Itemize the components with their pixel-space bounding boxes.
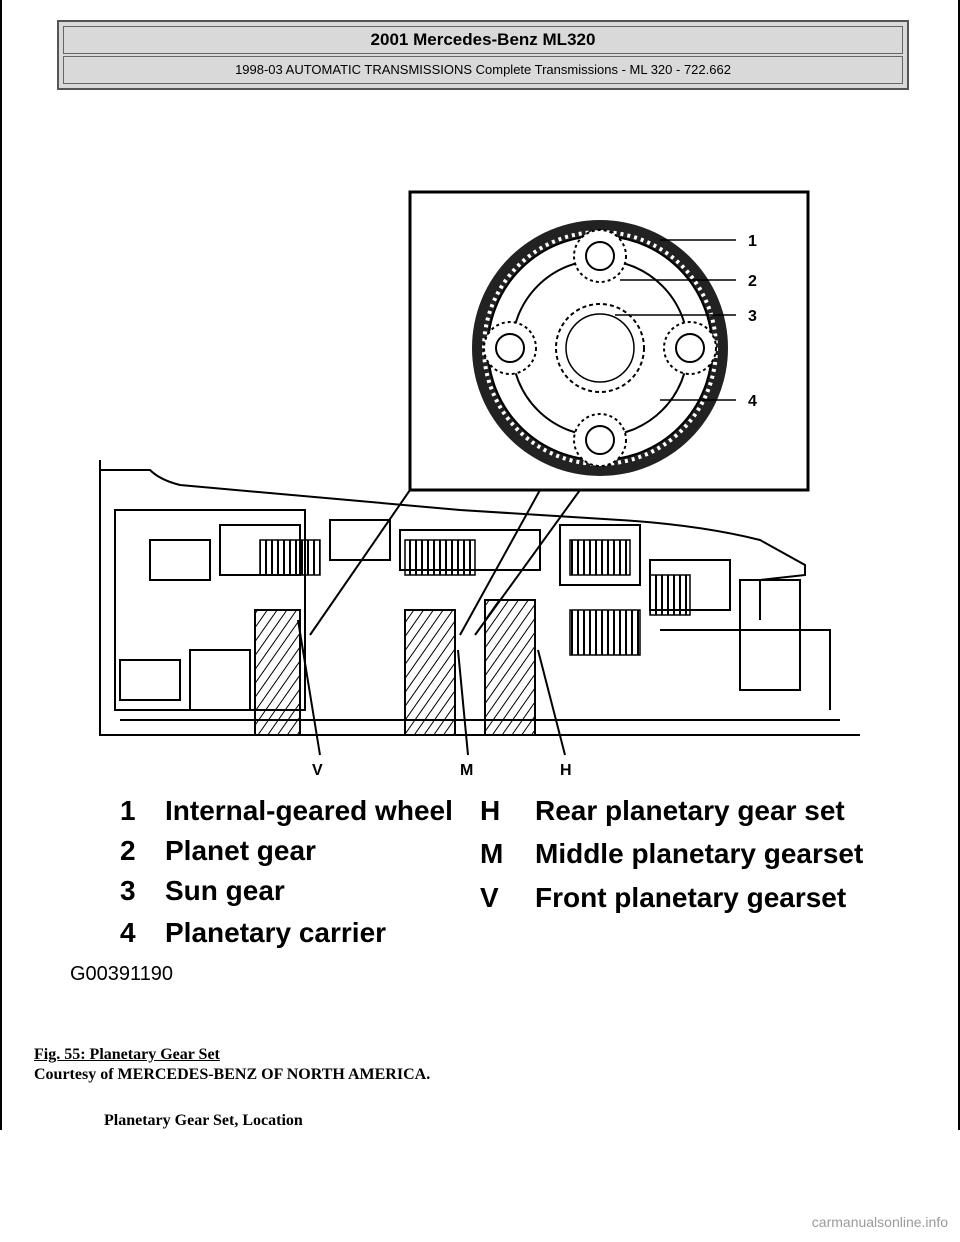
legend-key-3: 3	[120, 875, 136, 906]
figure-courtesy: Courtesy of MERCEDES-BENZ OF NORTH AMERI…	[34, 1066, 431, 1083]
legend-right: H Rear planetary gear set M Middle plane…	[480, 795, 863, 913]
callout-3: 3	[748, 308, 757, 325]
header-title: 2001 Mercedes-Benz ML320	[370, 30, 596, 49]
middle-planetary-block	[404, 609, 456, 736]
clutch-pack-5	[649, 574, 691, 616]
clutch-pack-1	[259, 539, 321, 576]
legend-label-m: Middle planetary gearset	[535, 838, 863, 869]
callout-2: 2	[748, 273, 757, 290]
section-heading: Planetary Gear Set, Location	[104, 1112, 303, 1129]
legend-key-m: M	[480, 838, 503, 869]
legend-label-4: Planetary carrier	[165, 917, 386, 948]
legend-label-h: Rear planetary gear set	[535, 795, 845, 826]
page-border-left	[0, 0, 2, 1130]
legend-label-2: Planet gear	[165, 835, 316, 866]
label-h: H	[560, 762, 572, 779]
document-header: 2001 Mercedes-Benz ML320 1998-03 AUTOMAT…	[57, 20, 909, 90]
figure-code: G00391190	[70, 963, 173, 985]
header-subtitle-row: 1998-03 AUTOMATIC TRANSMISSIONS Complete…	[63, 56, 903, 84]
front-planetary-block	[254, 609, 301, 736]
clutch-pack-3	[569, 539, 631, 576]
page-border-right	[958, 0, 960, 1130]
legend-key-2: 2	[120, 835, 136, 866]
callout-leaders	[615, 239, 736, 401]
header-subtitle: 1998-03 AUTOMATIC TRANSMISSIONS Complete…	[235, 62, 731, 77]
planetary-gear-set-figure: 1 2 3 4	[70, 190, 863, 985]
label-m: M	[460, 762, 473, 779]
callout-1: 1	[748, 233, 757, 250]
figure-caption: Fig. 55: Planetary Gear Set Courtesy of …	[34, 1045, 430, 1085]
figure-label: Fig. 55: Planetary Gear Set	[34, 1046, 220, 1063]
legend-key-1: 1	[120, 795, 136, 826]
legend-left: 1 Internal-geared wheel 2 Planet gear 3 …	[120, 795, 453, 948]
clutch-pack-4	[569, 609, 641, 656]
watermark: carmanualsonline.info	[811, 1214, 948, 1230]
section-pointer-lines	[297, 619, 566, 756]
legend-label-v: Front planetary gearset	[535, 882, 846, 913]
header-title-row: 2001 Mercedes-Benz ML320	[63, 26, 903, 54]
legend-key-v: V	[480, 882, 499, 913]
rear-planetary-block	[484, 599, 536, 736]
legend-key-h: H	[480, 795, 500, 826]
clutch-pack-2	[404, 539, 476, 576]
legend-key-4: 4	[120, 917, 136, 948]
callout-4: 4	[748, 393, 757, 410]
legend-label-3: Sun gear	[165, 875, 285, 906]
legend-label-1: Internal-geared wheel	[165, 795, 453, 826]
ring-gear-drawing	[472, 220, 728, 476]
label-v: V	[312, 762, 323, 779]
